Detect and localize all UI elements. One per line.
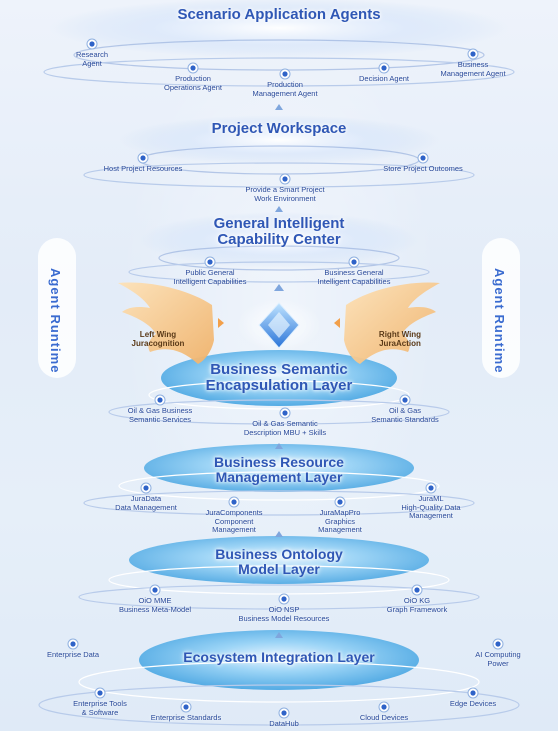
node-dot-icon	[137, 152, 149, 164]
node-dot-icon	[279, 68, 291, 80]
node-dot-icon	[149, 584, 161, 596]
node-label: DataHub	[269, 719, 299, 728]
node-dot-icon	[378, 701, 390, 713]
node-label: Research Agent	[75, 50, 109, 68]
flow-arrows	[274, 104, 284, 638]
node-dot-icon	[67, 638, 79, 650]
layer-title-5: Business Resource Management Layer	[214, 454, 344, 485]
node-dot-icon	[94, 687, 106, 699]
node-dot-icon	[411, 584, 423, 596]
node-label: Edge Devices	[449, 699, 497, 708]
right-agent-runtime-label: Agent Runtime	[492, 268, 507, 374]
node-label: OiO MME Business Meta-Model	[118, 596, 192, 614]
node-label: Production Operations Agent	[164, 74, 222, 92]
node-label: Oil & Gas Semantic Standards	[371, 406, 439, 424]
right-runtime-panel	[482, 238, 520, 378]
node-label: Enterprise Tools & Software	[73, 699, 127, 717]
node-dot-icon	[425, 482, 437, 494]
node-dot-icon	[467, 48, 479, 60]
node-dot-icon	[378, 62, 390, 74]
layer-title-7: Ecosystem Integration Layer	[183, 649, 375, 665]
node-label: AI Computing Power	[475, 650, 521, 668]
node-dot-icon	[417, 152, 429, 164]
layer-title-4: Business Semantic Encapsulation Layer	[205, 361, 353, 394]
right-wing-label: Right Wing JuraAction	[378, 330, 422, 349]
node-dot-icon	[86, 38, 98, 50]
node-label: Enterprise Standards	[150, 713, 222, 722]
node-dot-icon	[467, 687, 479, 699]
node-label: Host Project Resources	[103, 164, 183, 173]
layer-title-1: Scenario Application Agents	[177, 6, 381, 23]
left-runtime-panel	[38, 238, 76, 378]
right-wing-shape	[344, 282, 440, 364]
layer-title-6: Business Ontology Model Layer	[215, 546, 343, 577]
left-wing-shape	[118, 282, 214, 364]
node-dot-icon	[204, 256, 216, 268]
layer-title-2: Project Workspace	[211, 120, 347, 137]
node-label: JuraML High-Quality Data Management	[401, 494, 461, 521]
left-chevron-icon	[218, 318, 224, 328]
node-label: JuraMapPro Graphics Management	[318, 508, 362, 535]
node-label: Business Management Agent	[440, 60, 506, 78]
left-wing-label: Left Wing Juracognition	[131, 330, 185, 349]
node-dot-icon	[278, 593, 290, 605]
layer-title-3: General Intelligent Capability Center	[213, 215, 345, 248]
node-dot-icon	[187, 62, 199, 74]
crystal-core-icon	[237, 299, 321, 351]
node-label: Oil & Gas Business Semantic Services	[127, 406, 193, 424]
layer-rings	[38, 0, 520, 726]
node-dot-icon	[279, 173, 291, 185]
node-label: Public General Intelligent Capabilities	[173, 268, 247, 286]
node-dot-icon	[228, 496, 240, 508]
node-dot-icon	[279, 407, 291, 419]
left-agent-runtime-label: Agent Runtime	[48, 268, 63, 374]
node-dot-icon	[180, 701, 192, 713]
node-label: Production Management Agent	[252, 80, 318, 98]
node-label: Cloud Devices	[359, 713, 409, 722]
node-dot-icon	[278, 707, 290, 719]
node-dot-icon	[399, 394, 411, 406]
node-label: Business General Intelligent Capabilitie…	[317, 268, 391, 286]
node-label: Decision Agent	[358, 74, 410, 83]
node-dot-icon	[154, 394, 166, 406]
node-label: Oil & Gas Semantic Description MBU + Ski…	[243, 419, 327, 437]
node-label: JuraData Data Management	[115, 494, 177, 512]
node-label: Store Project Outcomes	[383, 164, 463, 173]
node-label: Provide a Smart Project Work Environment	[245, 185, 325, 203]
node-label: Enterprise Data	[46, 650, 100, 659]
node-label: OiO NSP Business Model Resources	[238, 605, 330, 623]
node-label: OiO KG Graph Framework	[386, 596, 448, 614]
node-dot-icon	[492, 638, 504, 650]
node-dot-icon	[140, 482, 152, 494]
node-label: JuraComponents Component Management	[205, 508, 263, 535]
node-dot-icon	[334, 496, 346, 508]
node-dot-icon	[348, 256, 360, 268]
right-chevron-icon	[334, 318, 340, 328]
